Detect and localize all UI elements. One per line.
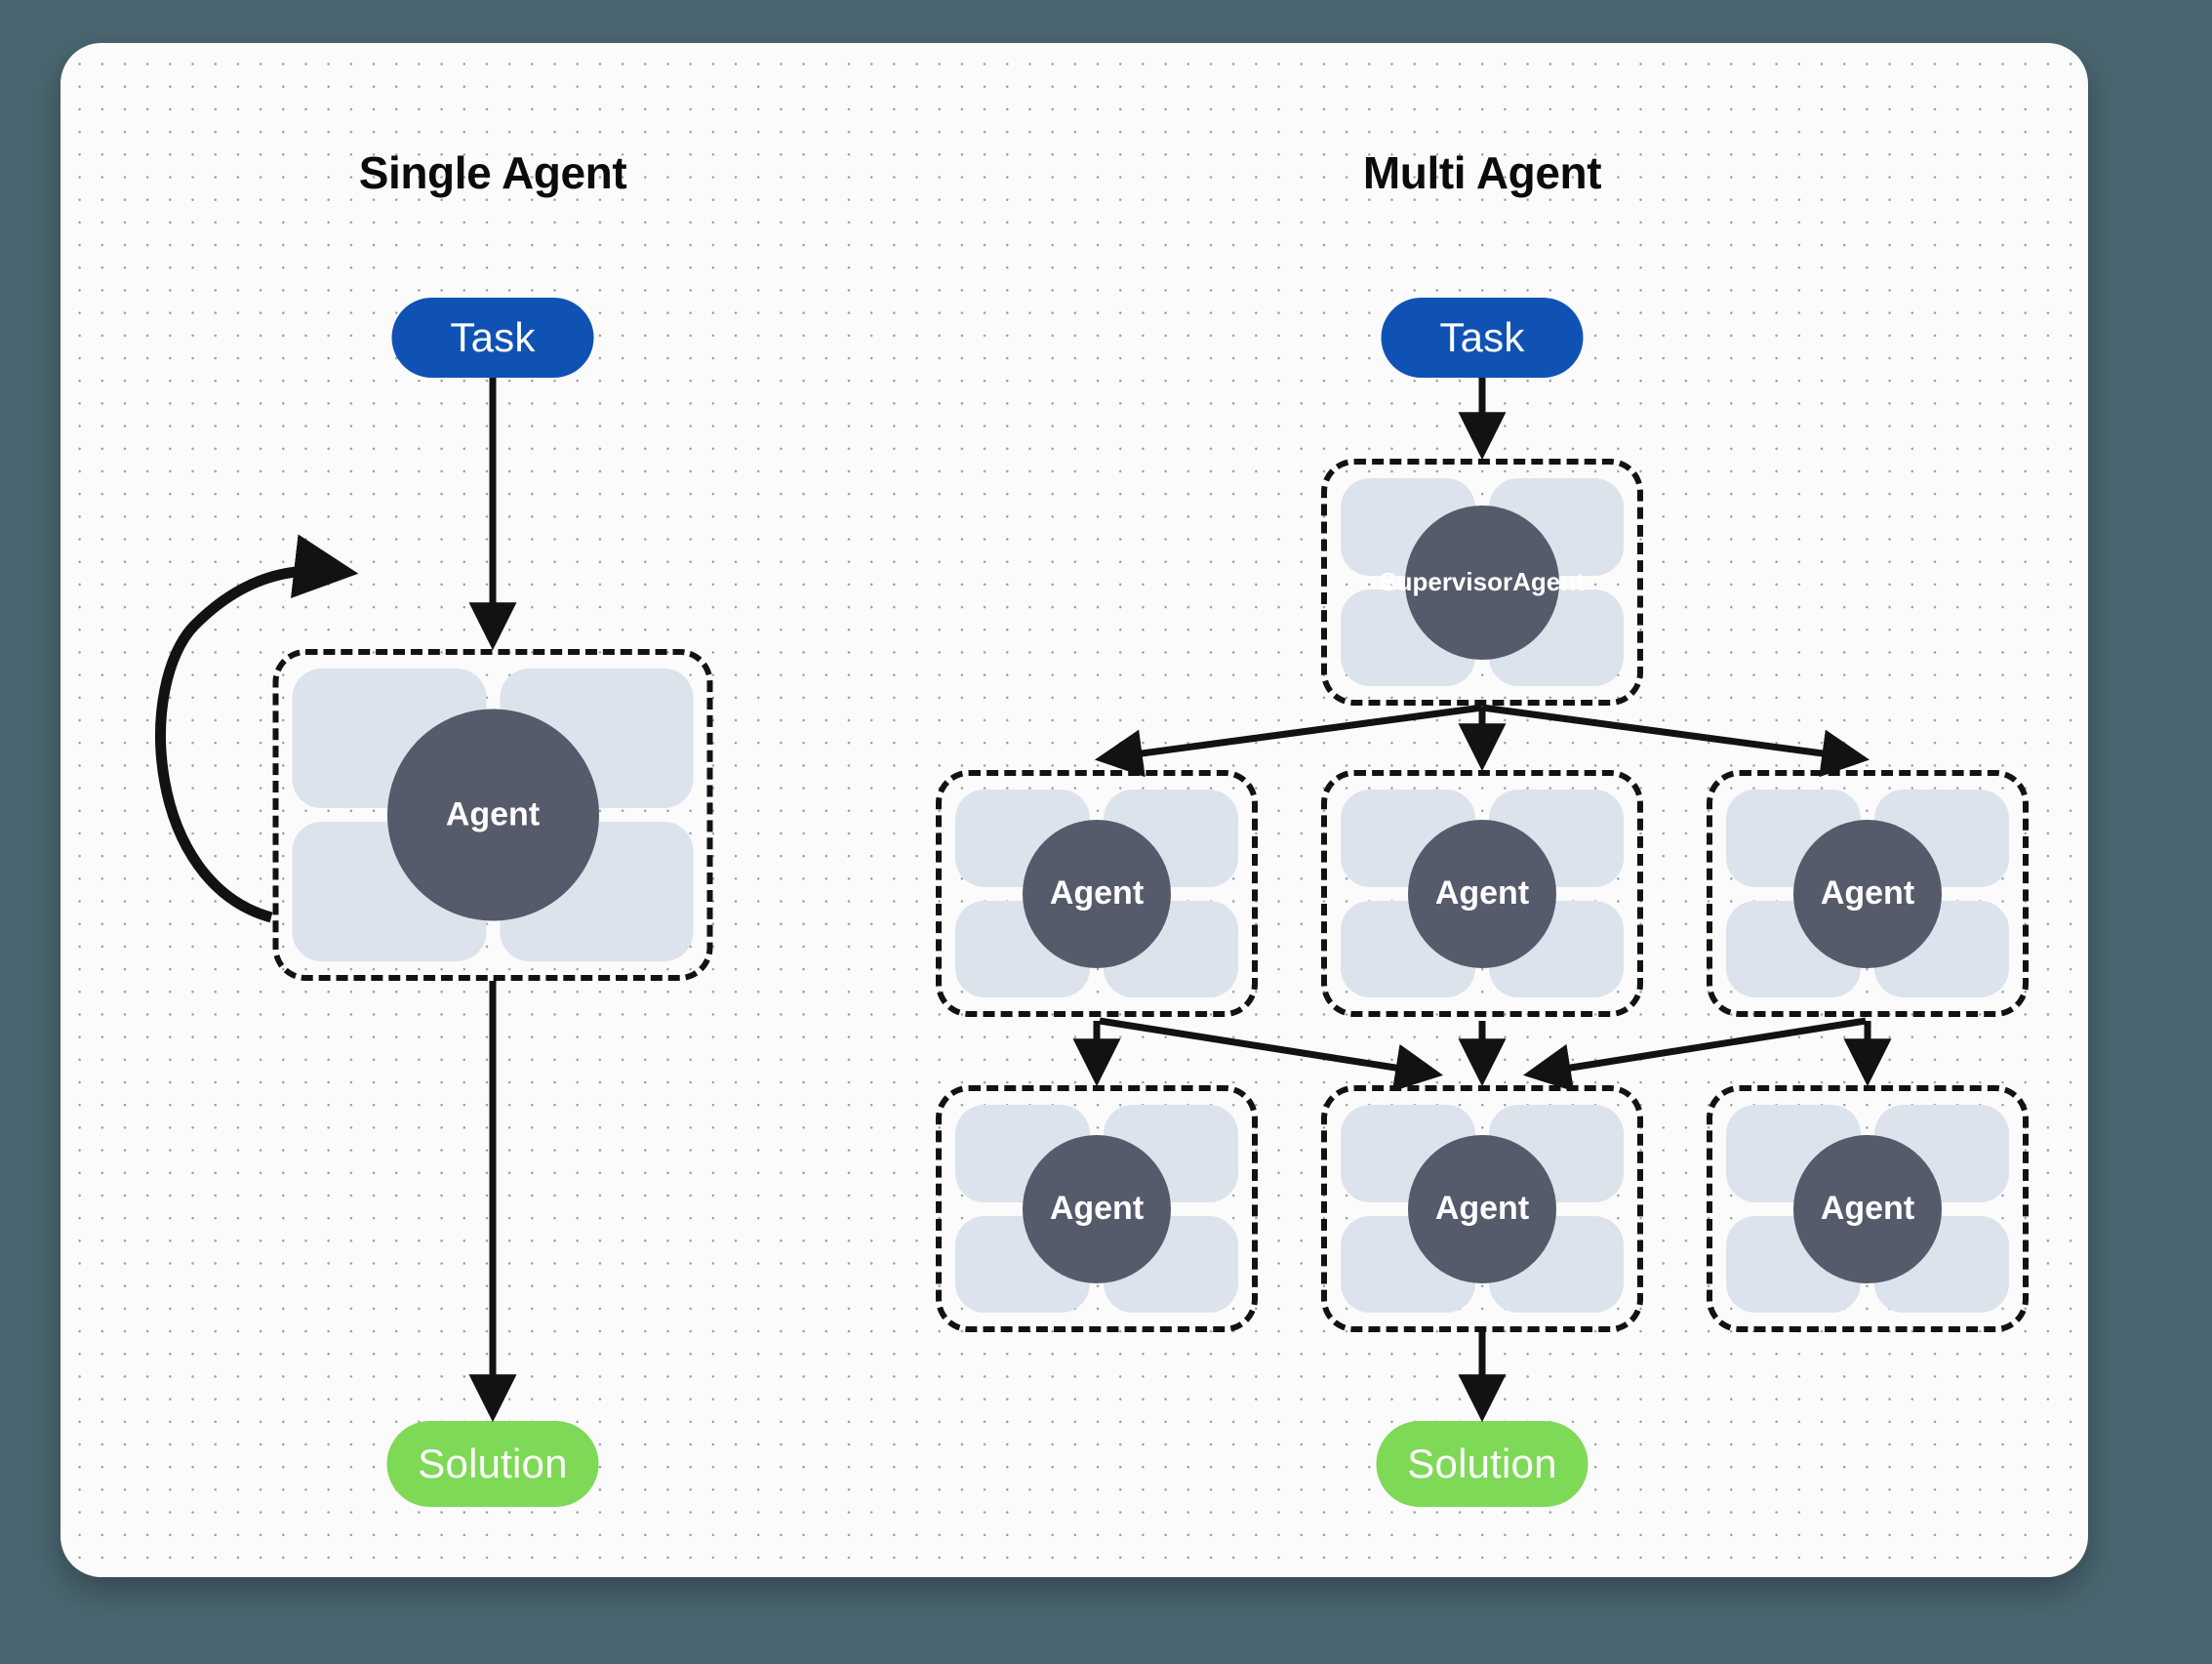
- multi-agent-row1-left-box[interactable]: Agent: [936, 770, 1258, 1017]
- multi-task-node[interactable]: Task: [1381, 298, 1584, 378]
- multi-agent-row2-right-circle[interactable]: Agent: [1793, 1134, 1942, 1283]
- single-agent-title: Single Agent: [358, 147, 627, 198]
- multi-agent-row1-center-box[interactable]: Agent: [1321, 770, 1643, 1017]
- multi-agent-row2-center-circle[interactable]: Agent: [1408, 1134, 1556, 1283]
- multi-agent-row1-right-circle[interactable]: Agent: [1793, 819, 1942, 968]
- multi-agent-row1-right-box[interactable]: Agent: [1707, 770, 2029, 1017]
- single-solution-node[interactable]: Solution: [386, 1421, 599, 1507]
- multi-solution-node[interactable]: Solution: [1376, 1421, 1589, 1507]
- multi-agent-row2-center-box[interactable]: Agent: [1321, 1085, 1643, 1332]
- supervisor-agent-box[interactable]: Supervisor Agent: [1321, 459, 1643, 706]
- multi-agent-title: Multi Agent: [1362, 147, 1602, 198]
- single-task-node[interactable]: Task: [391, 298, 594, 378]
- single-agent-box[interactable]: Agent: [272, 649, 713, 981]
- multi-agent-row2-left-circle[interactable]: Agent: [1023, 1134, 1171, 1283]
- supervisor-label-line2: Agent: [1512, 566, 1585, 596]
- supervisor-label-line1: Supervisor: [1380, 566, 1513, 596]
- multi-agent-row2-left-box[interactable]: Agent: [936, 1085, 1258, 1332]
- multi-agent-row1-center-circle[interactable]: Agent: [1408, 819, 1556, 968]
- multi-agent-row2-right-box[interactable]: Agent: [1707, 1085, 2029, 1332]
- multi-agent-row1-left-circle[interactable]: Agent: [1023, 819, 1171, 968]
- supervisor-agent-circle[interactable]: Supervisor Agent: [1380, 505, 1585, 660]
- single-agent-circle[interactable]: Agent: [386, 709, 599, 921]
